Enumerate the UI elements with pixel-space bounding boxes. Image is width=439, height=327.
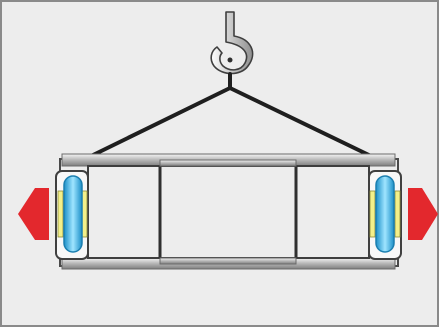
inner-frame <box>84 159 373 265</box>
red-left-arrow-icon <box>18 188 49 240</box>
left-roller-assembly <box>55 170 89 260</box>
red-right-arrow-icon <box>408 188 438 240</box>
spreader-beam <box>59 153 399 270</box>
lifting-slings <box>87 72 375 159</box>
right-roller-assembly <box>368 170 402 260</box>
crane-hook-icon <box>210 11 254 75</box>
